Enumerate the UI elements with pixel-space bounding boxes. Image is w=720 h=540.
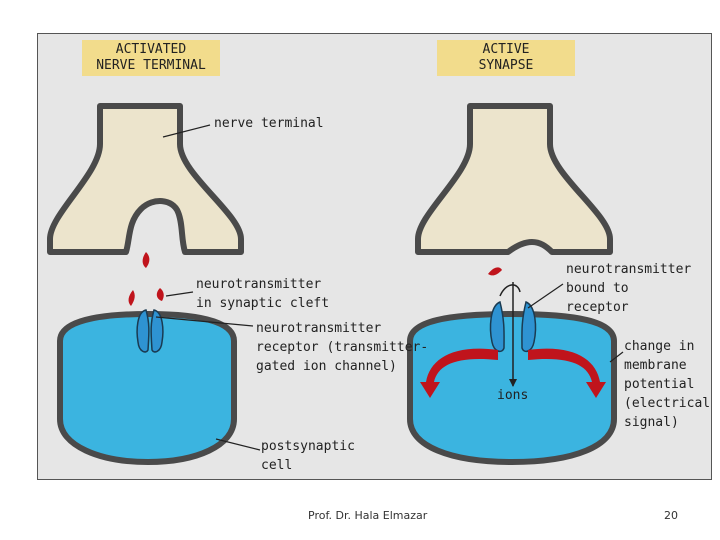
right-receptor bbox=[489, 300, 537, 353]
left-header: ACTIVATED NERVE TERMINAL bbox=[82, 40, 220, 76]
leader-nerve-terminal bbox=[162, 124, 211, 138]
footer-author: Prof. Dr. Hala Elmazar bbox=[308, 509, 428, 522]
nt-molecule bbox=[156, 288, 164, 301]
right-header: ACTIVE SYNAPSE bbox=[437, 40, 575, 76]
leader-nt-receptor bbox=[155, 316, 254, 327]
label-postsynaptic-cell: postsynaptic cell bbox=[261, 439, 355, 473]
nt-molecule bbox=[128, 290, 135, 306]
nt-molecule bbox=[488, 267, 502, 276]
left-current-arrow bbox=[420, 348, 498, 398]
leader-membrane bbox=[609, 351, 624, 363]
label-nt-in-cleft: neurotransmitter in synaptic cleft bbox=[196, 277, 330, 311]
ion-flow-arrow bbox=[499, 282, 521, 387]
left-receptor bbox=[136, 309, 164, 353]
synapse-diagram bbox=[47, 103, 624, 465]
right-current-arrow bbox=[528, 348, 606, 398]
left-postsynaptic-cell bbox=[57, 311, 237, 465]
membrane-current-arrows bbox=[420, 348, 606, 398]
left-nerve-terminal bbox=[47, 103, 244, 255]
right-nerve-terminal bbox=[415, 103, 613, 255]
page-number: 20 bbox=[664, 509, 678, 522]
synapse-figure: ACTIVATED NERVE TERMINAL ACTIVE SYNAPSE … bbox=[37, 33, 712, 480]
label-nerve-terminal: nerve terminal bbox=[214, 116, 324, 131]
leader-nt-bound bbox=[527, 283, 564, 309]
label-ions: ions bbox=[497, 388, 529, 403]
leader-lines bbox=[155, 124, 624, 451]
label-membrane-change: change in membrane potential (electrical… bbox=[624, 339, 711, 430]
label-nt-receptor: neurotransmitter receptor (transmitter- … bbox=[256, 321, 429, 374]
leader-nt-cleft bbox=[165, 291, 194, 297]
nt-molecule bbox=[142, 252, 150, 268]
leader-postsynaptic bbox=[215, 438, 261, 451]
label-nt-bound: neurotransmitter bound to receptor bbox=[566, 262, 692, 315]
left-neurotransmitters bbox=[128, 252, 164, 306]
